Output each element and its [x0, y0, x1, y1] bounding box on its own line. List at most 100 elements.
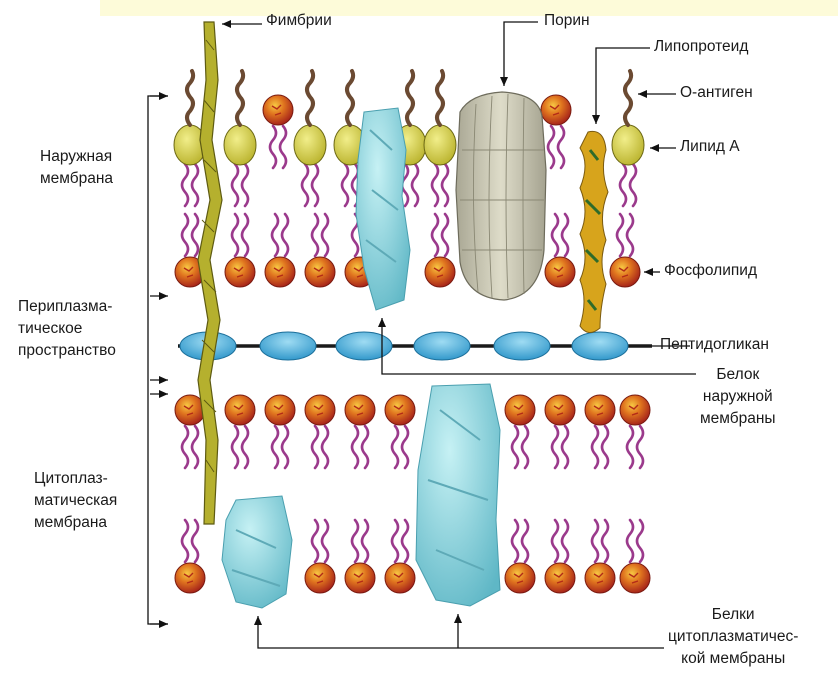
lipid-tail: [552, 520, 558, 562]
peptidoglycan-unit: [336, 332, 392, 360]
phospholipid-head: [541, 95, 571, 125]
phospholipid-head: [265, 395, 295, 425]
o-antigen: [347, 71, 353, 125]
o-antigen: [625, 71, 631, 125]
cytoplasmic-protein-arrow-1: [258, 616, 664, 648]
phospholipid-head: [385, 563, 415, 593]
phospholipid-head: [545, 257, 575, 287]
lipid-tail: [548, 126, 554, 168]
lipid-tail: [232, 426, 238, 468]
lipid-tail: [312, 164, 318, 206]
peptidoglycan-unit: [494, 332, 550, 360]
lipid-tail: [242, 214, 248, 256]
cytoplasmic-protein-small: [222, 496, 292, 608]
lipoprotein-arrow: [596, 48, 650, 124]
peptidoglycan-unit: [260, 332, 316, 360]
lipid-tail: [392, 426, 398, 468]
lipid-tail: [192, 426, 198, 468]
phospholipid-head: [620, 395, 650, 425]
phospholipid-head: [175, 563, 205, 593]
lipid-tail: [602, 426, 608, 468]
lipid-tail: [242, 426, 248, 468]
lipid-tail: [637, 520, 643, 562]
peptidoglycan-unit: [572, 332, 628, 360]
lipid-tail: [637, 426, 643, 468]
lipid-a: [612, 125, 644, 165]
lipid-tail: [592, 520, 598, 562]
phospholipid-head: [545, 395, 575, 425]
lipoprotein: [580, 131, 608, 332]
cytoplasmic-protein-large: [416, 384, 500, 606]
lipid-tail: [232, 164, 238, 206]
lipid-tail: [182, 426, 188, 468]
phospholipid-head: [263, 95, 293, 125]
phospholipid-head: [345, 395, 375, 425]
lipid-tail: [558, 126, 564, 168]
label-outer-membrane-protein: Белок наружной мембраны: [700, 364, 776, 430]
phospholipid-head: [305, 395, 335, 425]
lipid-tail: [270, 126, 276, 168]
label-fimbriae: Фимбрии: [266, 10, 332, 32]
phospholipid-head: [545, 563, 575, 593]
lipid-tail: [280, 126, 286, 168]
lipid-tail: [322, 520, 328, 562]
lipid-tail: [182, 164, 188, 206]
label-cytoplasmic-membrane-proteins: Белки цитоплазматичес- кой мембраны: [668, 604, 798, 670]
label-periplasmic-space: Периплазма- тическое пространство: [18, 296, 116, 362]
label-lipid-a: Липид А: [680, 136, 740, 158]
lipid-tail: [182, 214, 188, 256]
lipid-tail: [627, 520, 633, 562]
lipid-tail: [322, 214, 328, 256]
lipid-tail: [412, 164, 418, 206]
phospholipid-head: [585, 563, 615, 593]
lipid-tail: [312, 426, 318, 468]
lipid-tail: [232, 214, 238, 256]
lipid-tail: [312, 214, 318, 256]
lipid-a: [294, 125, 326, 165]
left-bracket: [148, 96, 168, 624]
phospholipid-head: [505, 563, 535, 593]
lipid-tail: [442, 214, 448, 256]
label-porin: Порин: [544, 10, 590, 32]
lipid-tail: [432, 164, 438, 206]
lipid-tail: [282, 426, 288, 468]
lipid-tail: [620, 164, 626, 206]
lipid-tail: [322, 426, 328, 468]
label-peptidoglycan: Пептидогликан: [660, 334, 769, 356]
lipid-tail: [192, 214, 198, 256]
lipid-tail: [562, 214, 568, 256]
lipid-tail: [402, 520, 408, 562]
label-cytoplasmic-membrane: Цитоплаз- матическая мембрана: [34, 468, 117, 534]
peptidoglycan-unit: [414, 332, 470, 360]
o-antigen: [437, 71, 443, 125]
phospholipid-head: [425, 257, 455, 287]
fimbriae: [198, 22, 222, 524]
lipid-tail: [627, 214, 633, 256]
label-phospholipid: Фосфолипид: [664, 260, 757, 282]
lipid-tail: [402, 426, 408, 468]
porin-arrow: [504, 22, 538, 86]
lipid-tail: [552, 214, 558, 256]
label-o-antigen: О-антиген: [680, 82, 753, 104]
lipid-tail: [617, 214, 623, 256]
lipid-tail: [182, 520, 188, 562]
lipid-tail: [282, 214, 288, 256]
phospholipid-head: [225, 257, 255, 287]
lipid-tail: [627, 426, 633, 468]
lipid-a: [424, 125, 456, 165]
label-outer-membrane: Наружная мембрана: [40, 146, 113, 190]
lipid-tail: [512, 426, 518, 468]
lipid-tail: [352, 520, 358, 562]
lipid-tail: [432, 214, 438, 256]
lipid-a: [224, 125, 256, 165]
lipid-tail: [352, 426, 358, 468]
lipid-tail: [392, 520, 398, 562]
lipid-tail: [242, 164, 248, 206]
o-antigen: [237, 71, 243, 125]
label-lipoprotein: Липопротеид: [654, 36, 748, 58]
lipid-tail: [552, 426, 558, 468]
lipid-tail: [442, 164, 448, 206]
lipid-tail: [562, 520, 568, 562]
lipid-tail: [272, 214, 278, 256]
